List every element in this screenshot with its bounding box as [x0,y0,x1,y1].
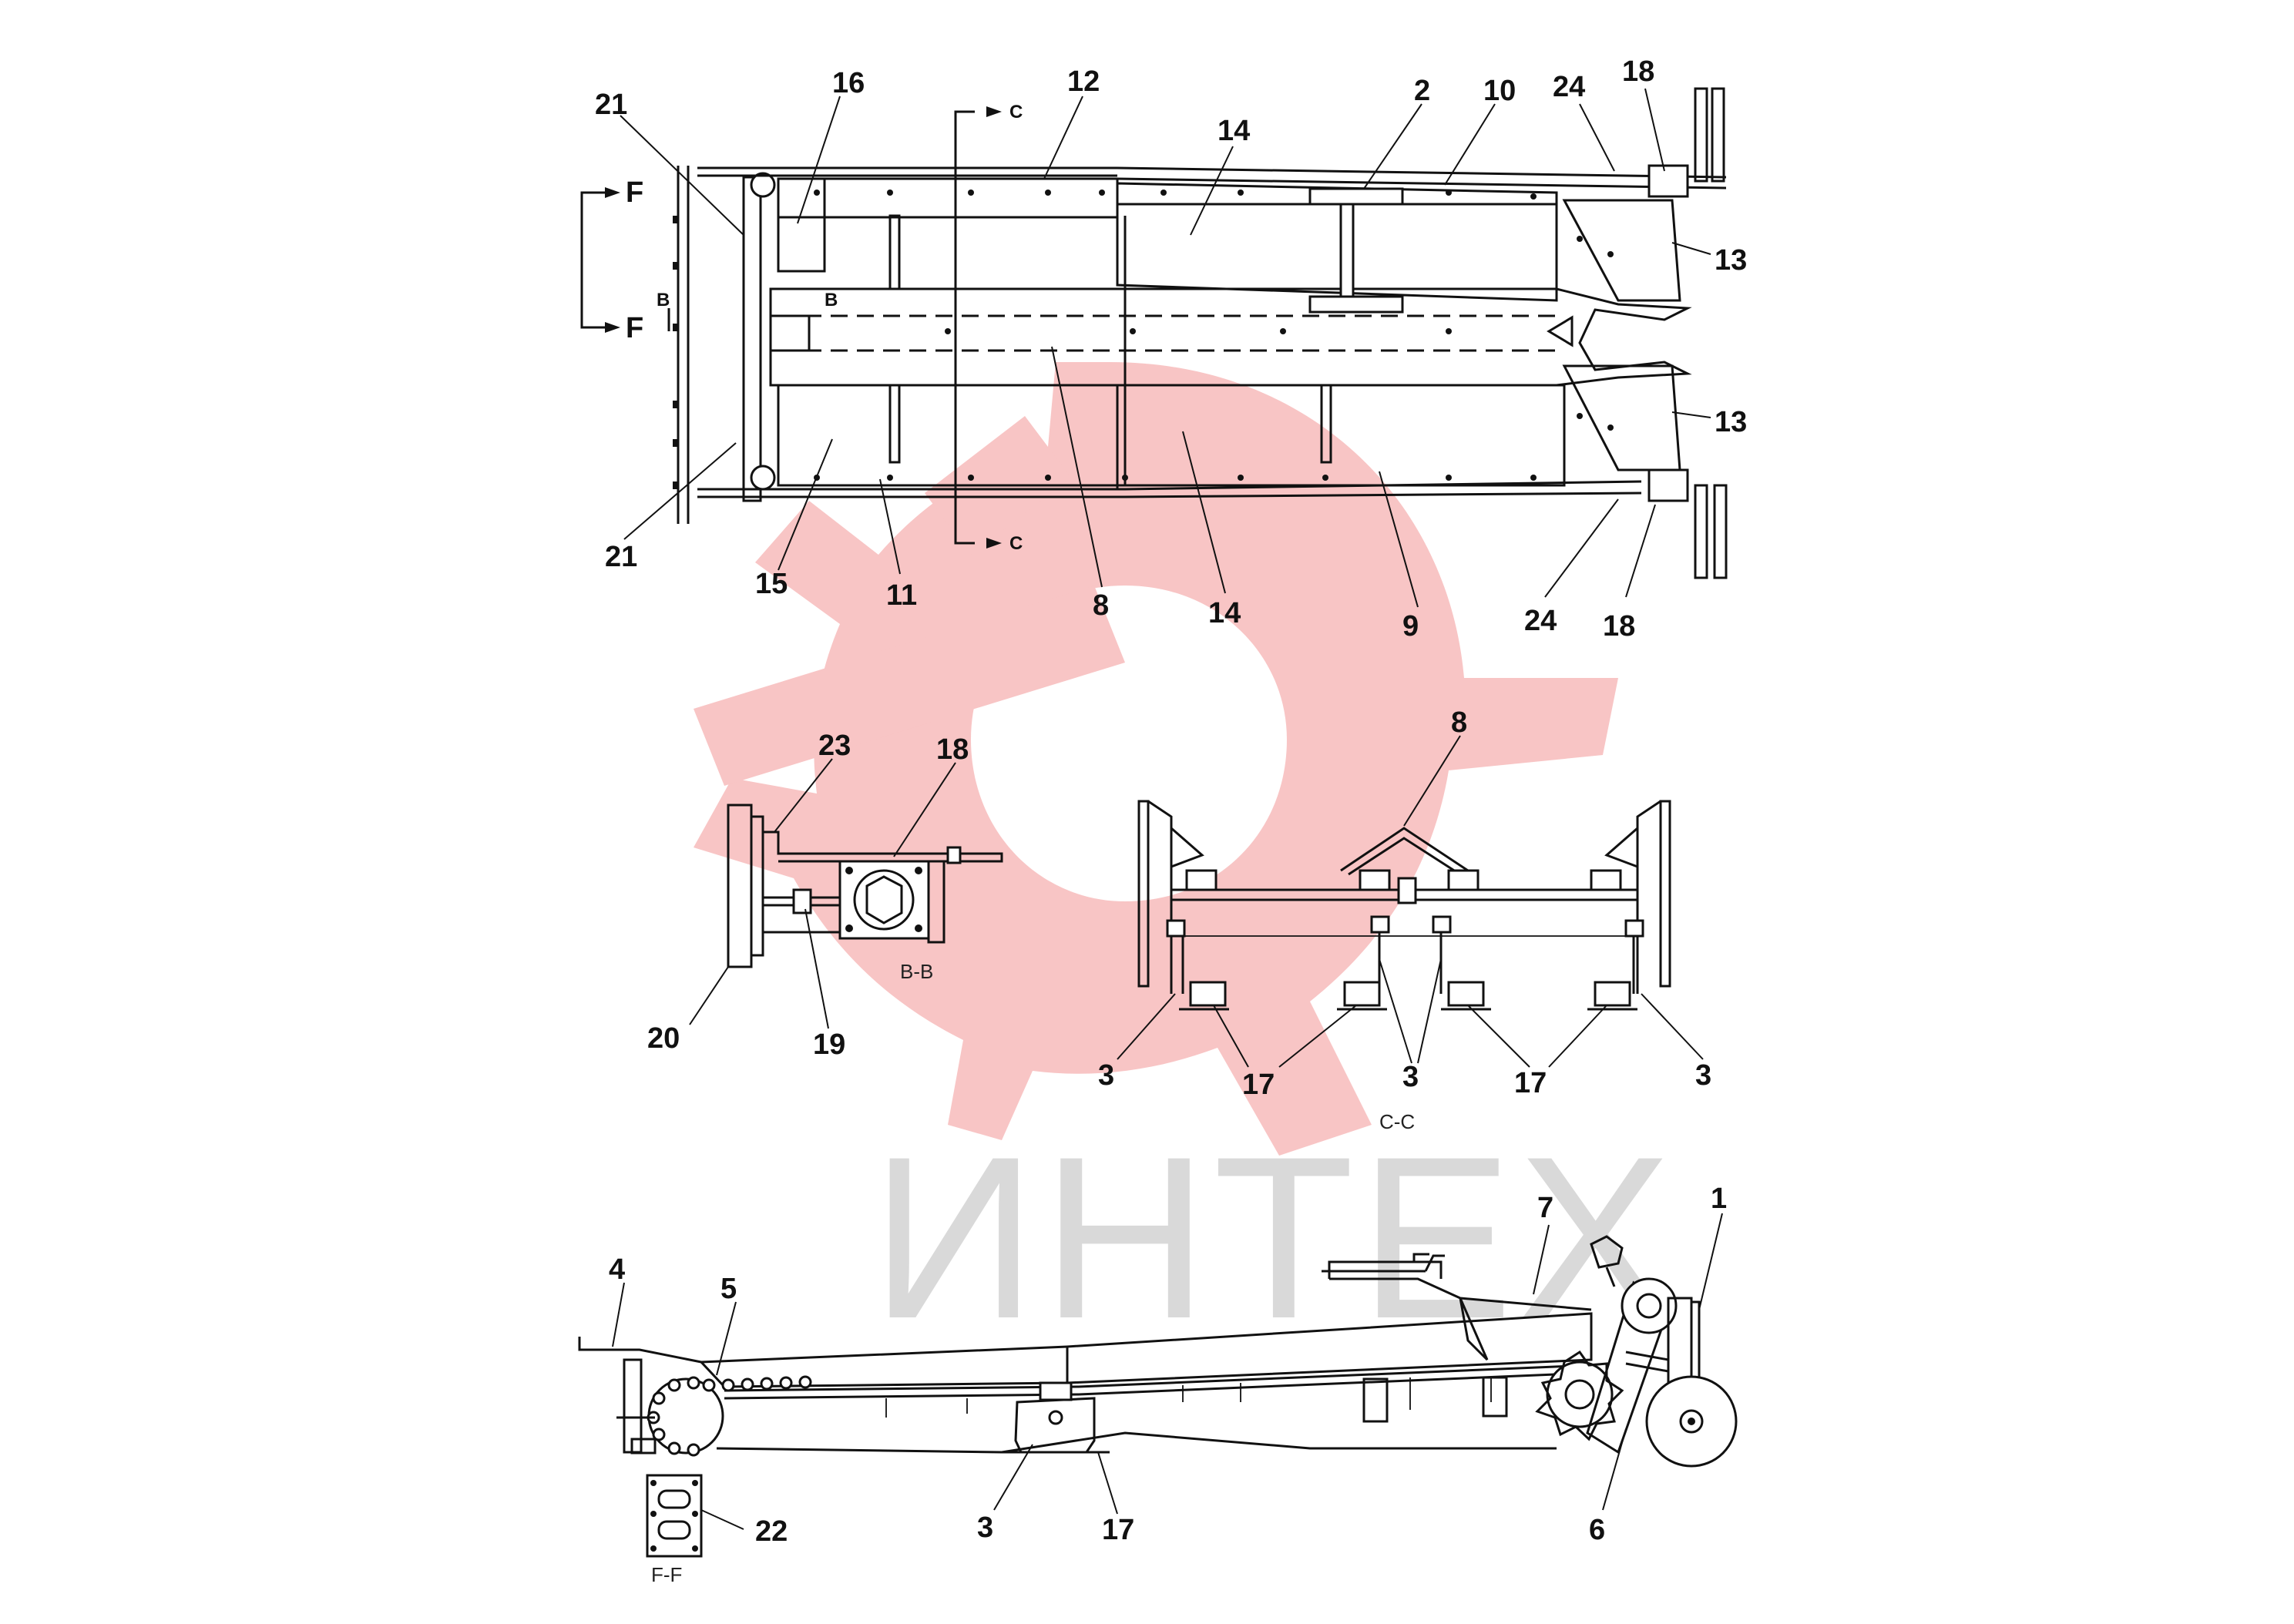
callout-18-bottom: 18 [1603,610,1635,643]
callout-8-cc: 8 [1451,706,1467,739]
callout-17-side: 17 [1102,1514,1134,1546]
top-view: C C B B F F [580,55,1747,643]
right-sprocket-icon [1535,1350,1624,1441]
callout-5: 5 [720,1273,737,1305]
callout-20: 20 [647,1022,680,1055]
callout-16: 16 [832,67,865,99]
view-label-ff: F-F [651,1563,682,1586]
section-f-bottom: F [626,312,643,344]
callout-14-top: 14 [1218,115,1250,147]
view-label-bb: B-B [900,960,933,983]
callout-13-lower: 13 [1715,406,1747,438]
callout-3-cc-right: 3 [1695,1059,1711,1092]
view-ff: 22 F-F [646,1474,788,1586]
section-b-right: B [825,290,838,310]
callout-11: 11 [886,579,917,612]
section-c-bottom: C [1009,533,1023,554]
callout-14-bottom: 14 [1208,597,1241,629]
view-label-cc: C-C [1379,1110,1415,1133]
callout-24-bottom: 24 [1524,605,1557,637]
callout-4: 4 [609,1253,625,1286]
section-c-top: C [1009,102,1023,122]
callout-8-top: 8 [1093,589,1109,622]
callout-15: 15 [755,568,788,600]
callout-18-top: 18 [1622,55,1654,88]
callout-6: 6 [1589,1514,1605,1546]
section-f-top: F [626,176,643,209]
callout-7: 7 [1537,1192,1553,1224]
watermark-text: ИНТЕХ [871,1108,1677,1367]
chain-drive [1308,187,1404,314]
callout-21-bottom: 21 [605,541,637,573]
callout-12: 12 [1067,65,1100,98]
view-cc: 8 3 17 3 17 3 C-C [1098,706,1711,1133]
view-bb: 23 18 20 19 B-B [647,730,1003,1061]
callout-9: 9 [1402,610,1419,643]
callout-1: 1 [1711,1183,1727,1215]
side-view: 4 5 7 1 3 17 6 [578,1183,1738,1546]
callout-2: 2 [1414,75,1430,107]
callout-10: 10 [1483,75,1516,107]
callout-24-top: 24 [1553,71,1585,103]
callout-17-cc-right: 17 [1514,1067,1547,1099]
callout-3-cc-centre: 3 [1402,1061,1419,1093]
callout-17-cc-left: 17 [1242,1069,1275,1101]
callout-3-side: 3 [977,1512,993,1544]
section-b-left: B [657,290,670,310]
callout-19: 19 [813,1028,845,1061]
callout-23: 23 [818,730,851,762]
callout-21-top: 21 [595,89,627,121]
callout-13-upper: 13 [1715,244,1747,277]
callout-18-bb: 18 [936,733,969,766]
callout-3-cc-left: 3 [1098,1059,1114,1092]
callout-22: 22 [755,1515,788,1548]
